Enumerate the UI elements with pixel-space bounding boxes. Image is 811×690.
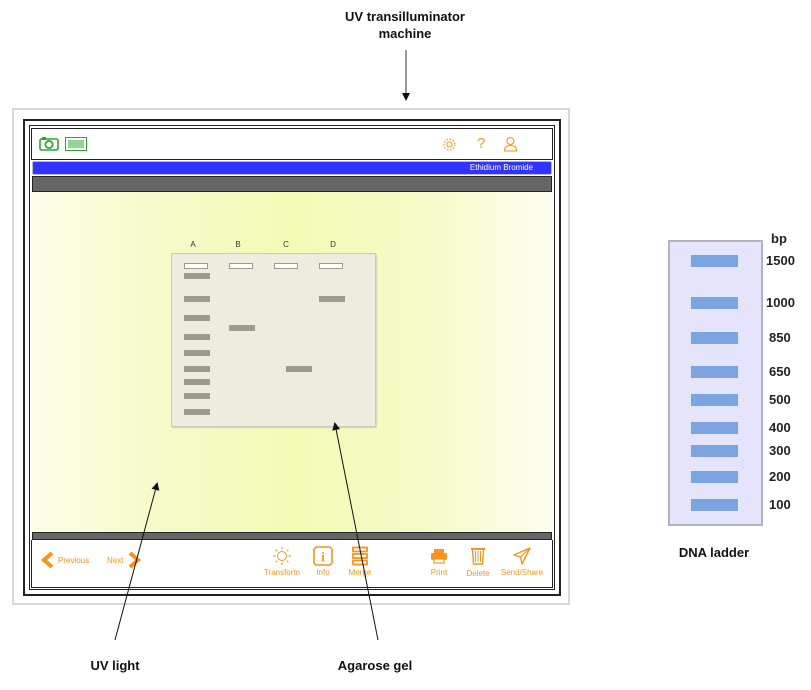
send-share-button[interactable]: Send/Share (492, 546, 552, 577)
lane-label-c: C (283, 240, 289, 249)
camera-icon[interactable] (39, 136, 59, 156)
gel-band-lane-b (229, 324, 255, 331)
uv-light-callout: UV light (90, 658, 140, 673)
gel-band-lane-a (184, 393, 210, 399)
sun-icon (273, 547, 291, 565)
delete-label: Delete (466, 569, 490, 578)
ladder-band (691, 297, 738, 309)
print-label: Print (430, 568, 448, 577)
stain-label: Ethidium Bromide (469, 163, 533, 172)
bottom-toolbar: Previous Next Transform i Info Merge Pri… (31, 540, 553, 588)
ladder-bp-label: 400 (769, 420, 791, 435)
ladder-band (691, 471, 738, 483)
trash-icon (471, 548, 485, 565)
merge-label: Merge (348, 568, 372, 577)
ladder-bp-label: 850 (769, 330, 791, 345)
ladder-band (691, 366, 738, 378)
ladder-band (691, 255, 738, 267)
help-icon[interactable]: ? (477, 135, 486, 152)
ladder-bp-label: 200 (769, 469, 791, 484)
dna-ladder-callout: DNA ladder (678, 545, 750, 560)
barcode-icon[interactable] (65, 137, 87, 156)
gel-band-lane-a (184, 273, 210, 279)
previous-button[interactable]: Previous (40, 551, 89, 569)
lane-label-d: D (330, 240, 336, 249)
svg-text:i: i (321, 549, 325, 564)
gel-band-lane-a (184, 350, 210, 356)
gel-band-lane-a (184, 379, 210, 385)
gel-band-lane-a (184, 334, 210, 340)
top-gray-bar (32, 176, 552, 192)
well-a (184, 263, 208, 269)
agarose-gel-callout: Agarose gel (337, 658, 413, 673)
machine-callout-line2: machine (378, 26, 432, 41)
machine-callout-line1: UV transilluminator (345, 9, 465, 24)
user-icon[interactable] (503, 136, 518, 157)
ladder-band (691, 332, 738, 344)
ladder-bp-label: 500 (769, 392, 791, 407)
ladder-band (691, 422, 738, 434)
next-button[interactable]: Next (107, 551, 142, 569)
ladder-bp-label: 1000 (766, 295, 795, 310)
agarose-gel-arrow (332, 422, 379, 641)
well-d (319, 263, 343, 269)
previous-label: Previous (58, 555, 90, 565)
bottom-gray-bar (32, 532, 552, 540)
machine-callout: UV transilluminator machine (310, 8, 500, 42)
agarose-gel (171, 253, 376, 427)
next-label: Next (107, 555, 124, 565)
well-b (229, 263, 253, 269)
well-c (274, 263, 298, 269)
gel-band-lane-a (184, 409, 210, 415)
ladder-unit-label: bp (771, 231, 787, 246)
ladder-band (691, 394, 738, 406)
ladder-band (691, 445, 738, 457)
ladder-bp-label: 1500 (766, 253, 795, 268)
gel-band-lane-c (286, 366, 312, 372)
send-share-label: Send/Share (500, 568, 544, 577)
ladder-bp-label: 300 (769, 443, 791, 458)
gel-band-lane-a (184, 315, 210, 321)
gel-band-lane-a (184, 296, 210, 302)
stain-bar: Ethidium Bromide (32, 161, 552, 175)
send-icon (513, 547, 531, 565)
chevron-right-icon (129, 551, 142, 569)
printer-icon (431, 549, 447, 564)
gear-icon[interactable] (442, 137, 457, 157)
transform-button[interactable]: Transform (252, 546, 312, 577)
gel-band-lane-d (319, 296, 345, 302)
delete-button[interactable]: Delete (448, 546, 508, 578)
print-button[interactable]: Print (409, 546, 469, 577)
chevron-left-icon (40, 551, 54, 569)
info-label: Info (316, 568, 330, 577)
ladder-band (691, 499, 738, 511)
top-toolbar: ? (31, 128, 553, 160)
uv-light-arrow (114, 482, 160, 641)
info-icon: i (313, 546, 333, 566)
lane-label-a: A (190, 240, 196, 249)
ladder-bp-label: 100 (769, 497, 791, 512)
gel-band-lane-a (184, 366, 210, 372)
lane-label-b: B (235, 240, 241, 249)
info-button[interactable]: i Info (293, 546, 353, 577)
transform-label: Transform (263, 568, 301, 577)
ladder-bp-label: 650 (769, 364, 791, 379)
